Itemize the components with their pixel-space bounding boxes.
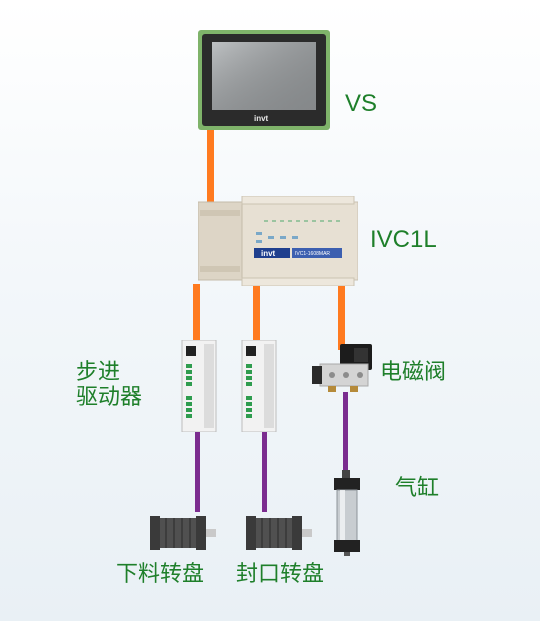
- stepper-motor-1: [148, 514, 218, 552]
- solenoid-valve: [310, 342, 376, 394]
- air-cylinder: [328, 470, 368, 556]
- motor2-graphic: [246, 516, 312, 550]
- motor1-graphic: [150, 516, 216, 550]
- link-valve-cylinder: [343, 392, 348, 474]
- plc-graphic: [197, 195, 359, 287]
- stepper-motor-2: [244, 514, 314, 552]
- hmi-graphic: [198, 30, 330, 130]
- driver1-graphic: [181, 339, 217, 433]
- stepper-driver-label: 步进 驱动器: [76, 360, 143, 411]
- stepper-driver-1: [180, 339, 220, 433]
- plc-label: IVC1L: [370, 226, 437, 253]
- link-plc-driver1: [193, 284, 200, 344]
- cylinder-graphic: [334, 470, 360, 556]
- link-driver1-motor1: [195, 430, 200, 512]
- hmi-label: VS: [345, 90, 378, 117]
- link-plc-valve: [338, 284, 345, 350]
- feed-turntable-label: 下料转盘: [116, 562, 205, 587]
- solenoid-valve-label: 电磁阀: [380, 360, 447, 385]
- air-cylinder-label: 气缸: [395, 476, 440, 501]
- valve-graphic: [312, 344, 372, 392]
- plc-brand-text: invt: [261, 249, 276, 258]
- driver2-graphic: [241, 339, 277, 433]
- link-driver2-motor2: [262, 430, 267, 512]
- plc-device: invt IVC1-1608MAR: [197, 195, 359, 287]
- link-hmi-plc: [207, 130, 214, 202]
- hmi-brand-text: invt: [254, 114, 269, 123]
- hmi-device: invt: [198, 30, 330, 130]
- stepper-driver-2: [240, 339, 280, 433]
- link-plc-driver2: [253, 284, 260, 344]
- seal-turntable-label: 封口转盘: [236, 562, 325, 587]
- plc-model-text: IVC1-1608MAR: [295, 251, 331, 257]
